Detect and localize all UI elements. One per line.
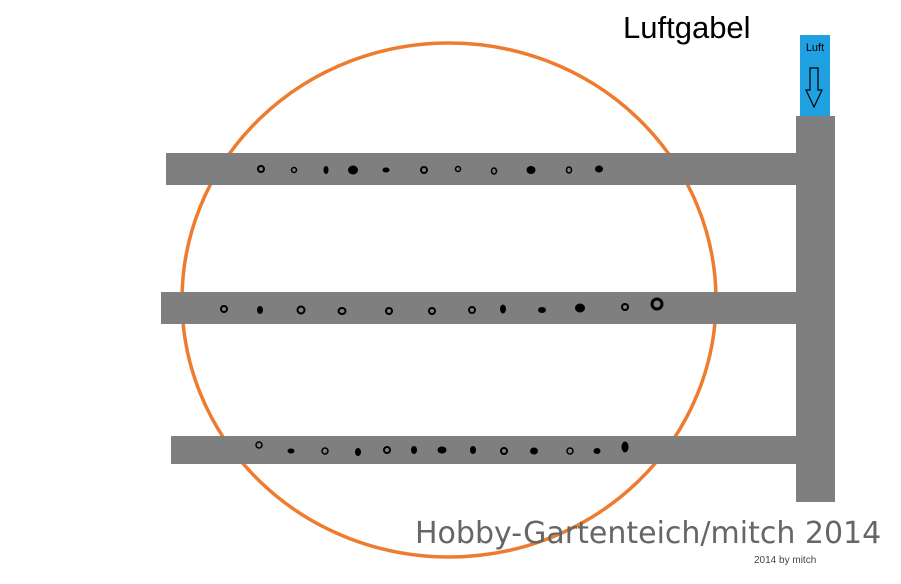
air-hole [500, 304, 506, 314]
air-hole [220, 305, 228, 313]
air-hole [437, 446, 447, 454]
air-hole [337, 307, 347, 315]
air-hole [296, 305, 306, 315]
diagram-title: Luftgabel [623, 10, 751, 45]
branch-pipe-middle [161, 292, 796, 324]
air-hole [500, 447, 508, 455]
air-hole [468, 306, 476, 314]
air-hole [621, 303, 629, 311]
air-hole [650, 297, 664, 311]
air-hole [321, 447, 329, 455]
branch-pipe-top [166, 153, 796, 185]
air-hole [411, 446, 417, 454]
air-inlet-label: Luft [805, 42, 825, 54]
air-hole [348, 165, 358, 175]
air-hole [255, 441, 263, 449]
holes-top [257, 165, 603, 175]
air-hole [621, 441, 629, 453]
holes-bottom [255, 441, 629, 456]
air-hole [287, 448, 295, 454]
air-hole [355, 448, 361, 456]
air-hole [575, 303, 585, 313]
air-hole [490, 167, 498, 175]
air-hole [470, 446, 476, 454]
down-arrow-icon [805, 67, 823, 109]
copyright-text: 2014 by mitch [754, 555, 817, 566]
air-hole [420, 166, 428, 174]
air-hole [595, 165, 603, 173]
watermark-text: Hobby-Gartenteich/mitch 2014 [415, 516, 882, 551]
air-hole [526, 166, 536, 174]
air-hole [257, 165, 265, 173]
air-hole [530, 447, 538, 455]
air-hole [566, 447, 574, 455]
air-hole [538, 307, 546, 313]
manifold-pipe [796, 116, 835, 502]
branch-pipe-bottom [171, 436, 796, 464]
air-hole [290, 166, 298, 174]
air-hole [382, 167, 390, 173]
holes-middle [220, 297, 664, 315]
air-hole [454, 165, 462, 173]
air-hole [593, 448, 601, 454]
air-hole [383, 446, 391, 454]
air-inlet [800, 35, 830, 117]
air-hole [257, 306, 263, 314]
air-hole [323, 166, 329, 174]
air-hole [385, 307, 393, 315]
air-hole [565, 166, 573, 174]
air-hole [428, 307, 436, 315]
